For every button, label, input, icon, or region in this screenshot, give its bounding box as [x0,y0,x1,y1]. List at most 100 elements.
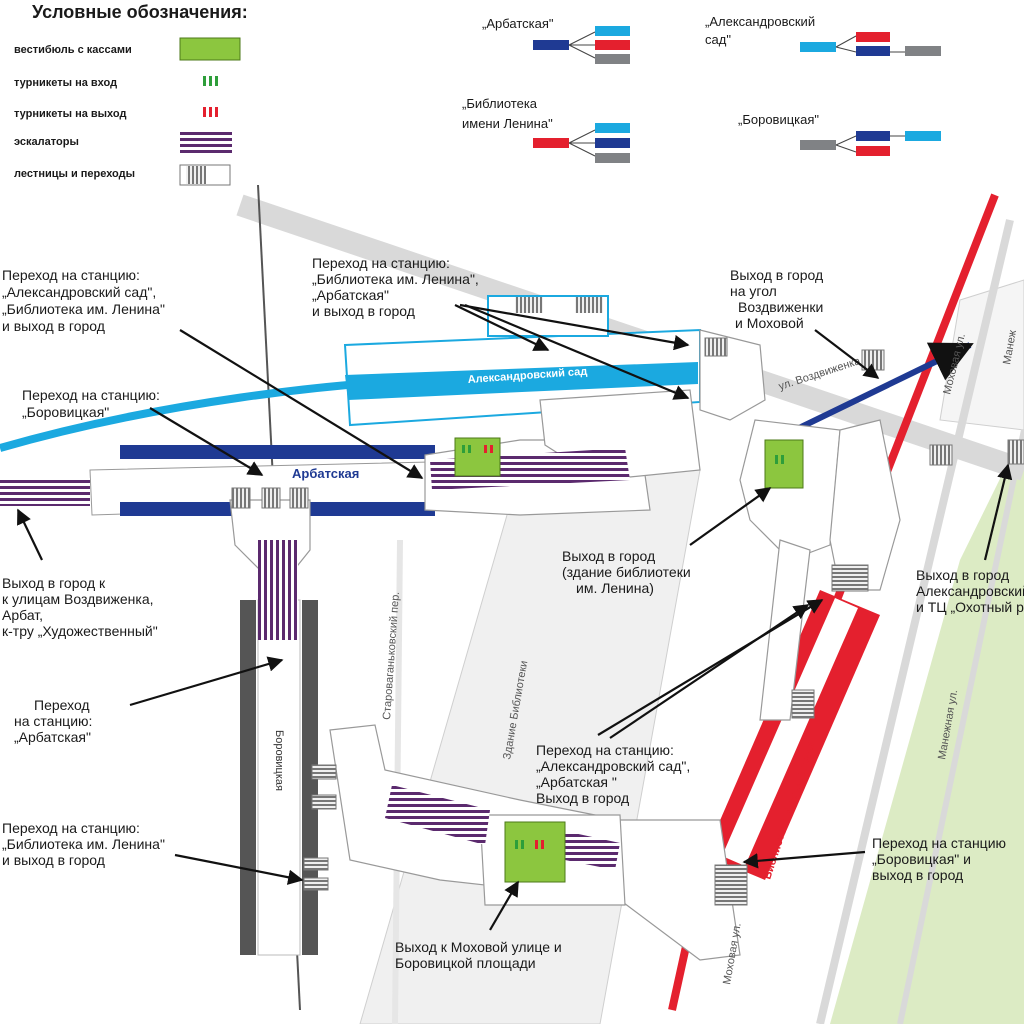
stairs-lower-2 [714,864,748,906]
guide-arbat-to-2 [595,40,630,50]
vestibule-icon [179,37,241,61]
arbatskaya-line [89,342,974,516]
annotation-a12-line: Выход к Моховой улице и [395,939,562,955]
vestibules-group [454,437,804,883]
entry-bar-1 [203,76,206,86]
entry-turnstile-icon [515,840,518,849]
mokhovaya-street-line [816,219,1014,1024]
biblioteka-platform-inner [722,598,858,866]
arbatskaya-exit-arrow [793,342,974,433]
guide-lib-to-2 [595,138,630,148]
guide-arbat-from [533,40,569,50]
turnstiles-arbat [462,445,493,453]
annotation-a10-line: Переход на станцию: [2,820,140,836]
annotation-a3: Выход в город на угол Воздвиженки и Мохо… [730,267,827,331]
annotation-a10: Переход на станцию: „Библиотека им. Лени… [2,820,169,868]
stairs-right-1 [929,444,953,466]
arrow-a5 [17,508,43,561]
guide-alex-to-1 [856,32,890,42]
aleksandrovsky-stairs-1 [515,297,543,313]
arrow-a4 [149,407,264,476]
annotation-a2-line: „Библиотека им. Ленина", [312,271,479,287]
annotation-a9-line: „Александровский сад", [536,758,690,774]
guide-lib-fork [568,129,596,157]
annotation-a12-line: Боровицкой площади [395,955,536,971]
stairs-boro-2 [311,794,337,810]
annotation-a1: Переход на станцию: „Александровский сад… [2,267,169,334]
annotation-a11-line: Переход на станцию [872,835,1006,851]
guide-boro-from [800,140,836,150]
exit-turnstile-icon [490,445,493,453]
stairs-group [231,337,1024,906]
stairs-mid-right [831,564,869,592]
annotation-a2-line: и выход в город [312,303,415,319]
exit-turnstile-icon [203,107,218,117]
entry-bar-3 [215,76,218,86]
legend-item-stairs-label: лестницы и переходы [14,168,135,180]
annotation-a1-line: „Библиотека им. Ленина" [2,301,165,317]
turnstiles-borovitskaya [515,840,544,849]
passage-long-diagonal [759,539,811,721]
annotation-a9-line: Переход на станцию: [536,742,674,758]
annotation-a3-line: Воздвиженки [738,299,823,315]
annotation-a1-line: и выход в город [2,318,105,334]
guide-alex-label-1: „Александровский [705,14,815,29]
arbatskaya-station-label: Арбатская [292,466,359,481]
guide-boro-label: „Боровицкая" [738,112,819,127]
escalator-icon [180,130,232,154]
guide-lib-label-1: „Библиотека [462,96,538,111]
arbatskaya-track-upper [120,445,435,459]
guide-lib-to-3 [595,153,630,163]
exit-turnstile-icon [541,840,544,849]
entry-turnstile-icon [521,840,524,849]
stairs-right-2 [1007,439,1024,465]
guide-alex-fork [835,35,857,53]
borovitskaya-station-label: Боровицкая [273,730,285,791]
annotation-a3-line: и Моховой [735,315,804,331]
exit-bar-2 [209,107,212,117]
stairs-boro-3 [303,857,329,871]
arrow-a9b [609,604,810,739]
entry-turnstile-icon [775,455,778,464]
annotation-a8: Переход на станцию: „Арбатская" [14,697,96,745]
guide-alex-from [800,42,836,52]
annotation-a11-line: выход в город [872,867,963,883]
entry-turnstile-icon [468,445,471,453]
arrow-a1 [179,329,424,479]
arrow-a2c [464,303,690,400]
annotation-a12: Выход к Моховой улице и Боровицкой площа… [395,939,566,971]
guide-alex-label-2: сад" [705,32,731,47]
entry-turnstile-icon [462,445,465,453]
turnstiles-library [775,455,784,464]
legend-item-exit-label: турникеты на выход [14,108,126,120]
guide-boro-fork [835,135,857,153]
annotation-a11-line: „Боровицкая" и [872,851,971,867]
stairs-arbat-2 [261,487,281,509]
aleksandrovsky-platform-band [345,362,698,400]
guide-arbat-fork [568,31,596,59]
annotation-a4-line: Переход на станцию: [22,387,160,403]
callout-arrows [17,303,1013,931]
stairs-icon-steps [186,166,206,184]
legend-item-vestibule-label: вестибюль с кассами [14,44,132,56]
annotation-a9-line: Выход в город [536,790,629,806]
annotation-a7-line: Александровский сад [916,583,1024,599]
annotation-a6-line: Выход в город [562,548,655,564]
annotation-a5-line: Выход в город к [2,575,106,591]
annotation-a8-line: „Арбатская" [14,729,91,745]
exit-turnstile-icon [484,445,487,453]
annotation-a7-line: и ТЦ „Охотный ряд" [916,599,1024,615]
guide-arbat-to-3 [595,54,630,64]
stairs-icon [179,164,231,186]
legend-item-escalator-label: эскалаторы [14,136,79,148]
annotation-a4: Переход на станцию: „Боровицкая" [22,387,164,420]
guide-lib-to-1 [595,123,630,133]
manezhnaya-street-line [897,429,1024,1024]
guide-boro-to-1 [856,131,890,141]
annotation-a5-line: к улицам Воздвиженка, [2,591,154,607]
aleksandrovsky-stairs-2 [575,297,603,313]
annotation-a10-line: „Библиотека им. Ленина" [2,836,165,852]
alexander-garden-park [830,430,1024,1024]
annotation-a7: Выход в город Александровский сад и ТЦ „… [916,567,1024,615]
